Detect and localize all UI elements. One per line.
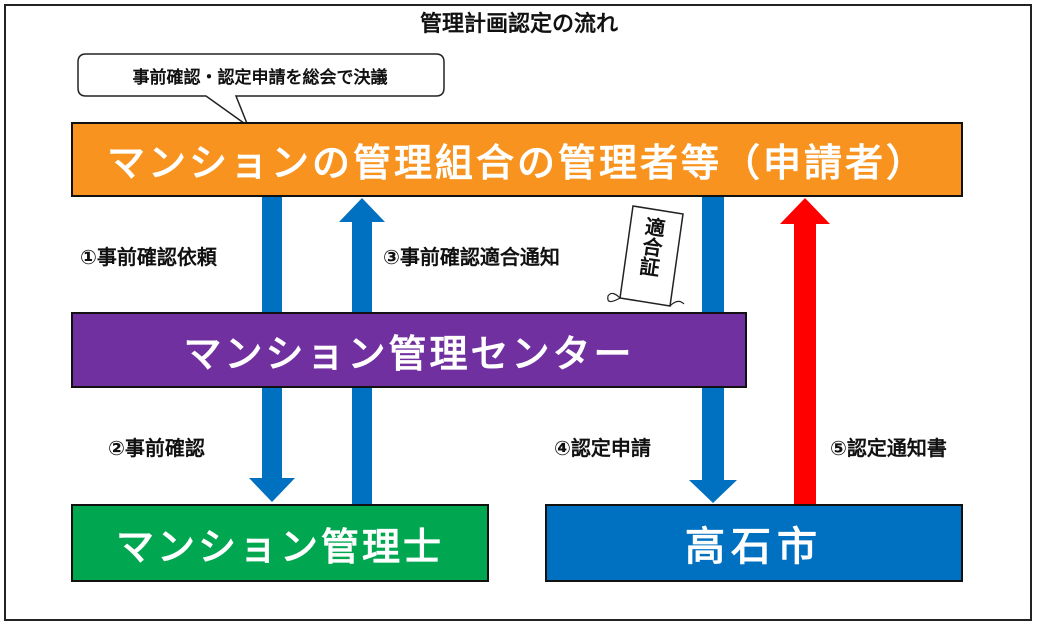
condo-manager-box: マンション管理士 bbox=[71, 504, 489, 582]
diagram-title: 管理計画認定の流れ bbox=[419, 12, 618, 37]
step3-label: ③事前確認適合通知 bbox=[383, 245, 560, 269]
step1-label: ①事前確認依頼 bbox=[80, 245, 217, 269]
arrow-step5-up bbox=[780, 198, 830, 504]
applicant-label: マンションの管理組合の管理者等（申請者） bbox=[106, 141, 927, 185]
arrow-step1-down bbox=[262, 197, 282, 312]
step2-label: ②事前確認 bbox=[108, 436, 205, 460]
city-box: 高石市 bbox=[545, 504, 963, 582]
management-center-label: マンション管理センター bbox=[183, 331, 635, 376]
applicant-box: マンションの管理組合の管理者等（申請者） bbox=[71, 122, 963, 197]
step4-label: ④認定申請 bbox=[554, 436, 651, 460]
arrow-step3-up bbox=[339, 198, 385, 504]
arrow-step4-down bbox=[689, 197, 737, 503]
callout-text: 事前確認・認定申請を総会で決議 bbox=[132, 67, 388, 88]
diagram-frame bbox=[4, 4, 1032, 621]
management-center-box: マンション管理センター bbox=[71, 312, 747, 388]
arrow-step2-down bbox=[249, 388, 295, 502]
step5-label: ⑤認定通知書 bbox=[830, 436, 947, 460]
condo-manager-label: マンション管理士 bbox=[115, 524, 444, 569]
city-label: 高石市 bbox=[685, 524, 823, 570]
